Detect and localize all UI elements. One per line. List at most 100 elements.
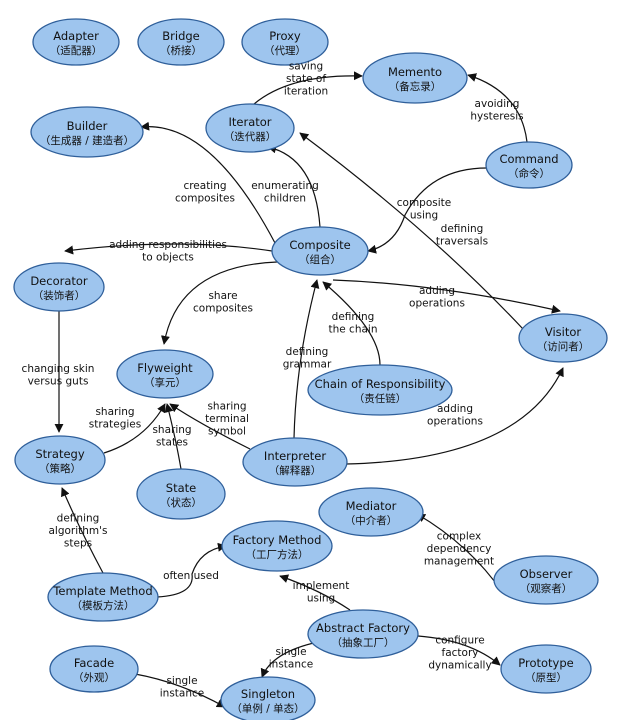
edge-arrow (260, 641, 319, 678)
node-ellipse (271, 226, 369, 276)
node-ellipse (500, 644, 592, 694)
node-chinese-name: （桥接） (160, 44, 202, 57)
edge-arrow (253, 71, 363, 105)
node-strategy: Strategy（策略） (14, 435, 106, 485)
node-chinese-name: （单例 / 单态） (231, 702, 304, 715)
node-name: Iterator (228, 115, 271, 129)
edge-arrow (332, 279, 561, 314)
edge-strategy-to-flyweight (103, 403, 166, 454)
node-chinese-name: （生成器 / 建造者） (40, 134, 134, 147)
node-name: Factory Method (233, 533, 322, 547)
node-chinese-name: （外观） (73, 672, 115, 684)
node-name: Flyweight (137, 361, 193, 375)
node-layer: Adapter（适配器）Bridge（桥接）Proxy（代理）Memento（备… (13, 18, 608, 720)
node-interpreter: Interpreter（解释器） (242, 437, 348, 487)
node-chinese-name: （工厂方法） (246, 548, 309, 561)
edge-label: often used (163, 570, 219, 582)
node-ellipse (136, 468, 226, 520)
node-facade: Facade（外观） (49, 645, 139, 693)
node-chinese-name: （代理） (264, 45, 306, 57)
node-name: Observer (520, 567, 573, 581)
node-chinese-name: （命令） (508, 167, 550, 180)
edge-arrow (279, 574, 351, 611)
edge-composite-to-builder (140, 121, 276, 244)
node-ellipse (485, 141, 573, 189)
edge-interpreter-to-flyweight (169, 403, 251, 450)
edge-iterator-to-memento (253, 71, 363, 105)
node-name: Singleton (241, 687, 295, 701)
edge-arrow (417, 635, 501, 666)
edge-templatemethod-to-factorymethod (156, 542, 227, 598)
node-chinese-name: （备忘录） (389, 80, 442, 93)
node-adapter: Adapter （适配器） (32, 18, 120, 66)
node-name: Builder (67, 119, 108, 133)
edge-arrow (467, 73, 528, 143)
edge-arrow (267, 144, 321, 228)
node-name: Command (499, 152, 558, 166)
node-name: Memento (388, 65, 442, 79)
node-mediator: Mediator（中介者） (318, 487, 424, 537)
edge-composite-to-visitor (332, 279, 561, 314)
node-ellipse (30, 106, 144, 158)
edge-arrow (345, 367, 564, 465)
node-abstract-factory: Abstract Factory（抽象工厂） (307, 609, 419, 659)
node-ellipse (220, 676, 316, 720)
node-name: Composite (289, 238, 350, 252)
node-chinese-name: （适配器） (50, 45, 103, 57)
edge-chain-to-composite (322, 281, 381, 366)
edge-interpreter-to-visitor (345, 367, 564, 465)
node-singleton: Singleton（单例 / 单态） (220, 676, 316, 720)
edge-command-to-memento (467, 73, 528, 143)
edge-visitor-to-iterator (299, 132, 524, 330)
node-ellipse (318, 487, 424, 537)
node-chinese-name: （组合） (299, 253, 341, 266)
edge-arrow (299, 132, 524, 330)
node-ellipse (13, 262, 105, 312)
edge-arrow (293, 279, 320, 439)
node-ellipse (241, 18, 329, 66)
node-chinese-name: （中介者） (345, 514, 398, 527)
node-ellipse (49, 645, 139, 693)
edge-state-to-flyweight (164, 403, 182, 470)
node-ellipse (221, 520, 333, 572)
edge-abstractfactory-to-factorymethod (279, 574, 351, 611)
edge-abstractfactory-to-singleton (260, 641, 319, 678)
edge-layer (54, 71, 564, 708)
node-composite: Composite（组合） (271, 226, 369, 276)
node-proxy: Proxy（代理） (241, 18, 329, 66)
node-ellipse (116, 349, 214, 399)
node-name: Strategy (35, 447, 84, 461)
node-ellipse (307, 609, 419, 659)
edge-arrow (61, 487, 104, 574)
node-template-method: Template Method（模板方法） (47, 572, 159, 622)
node-chinese-name: （状态） (160, 496, 202, 509)
edge-interpreter-to-composite (293, 279, 320, 439)
edge-templatemethod-to-strategy (61, 487, 104, 574)
node-ellipse (493, 555, 599, 605)
node-name: Decorator (30, 274, 88, 288)
edge-arrow (64, 243, 273, 255)
node-ellipse (242, 437, 348, 487)
node-name: Adapter (53, 29, 99, 43)
node-name: State (166, 481, 196, 495)
node-name: Template Method (52, 584, 152, 598)
node-builder: Builder（生成器 / 建造者） (30, 106, 144, 158)
node-ellipse (14, 435, 106, 485)
